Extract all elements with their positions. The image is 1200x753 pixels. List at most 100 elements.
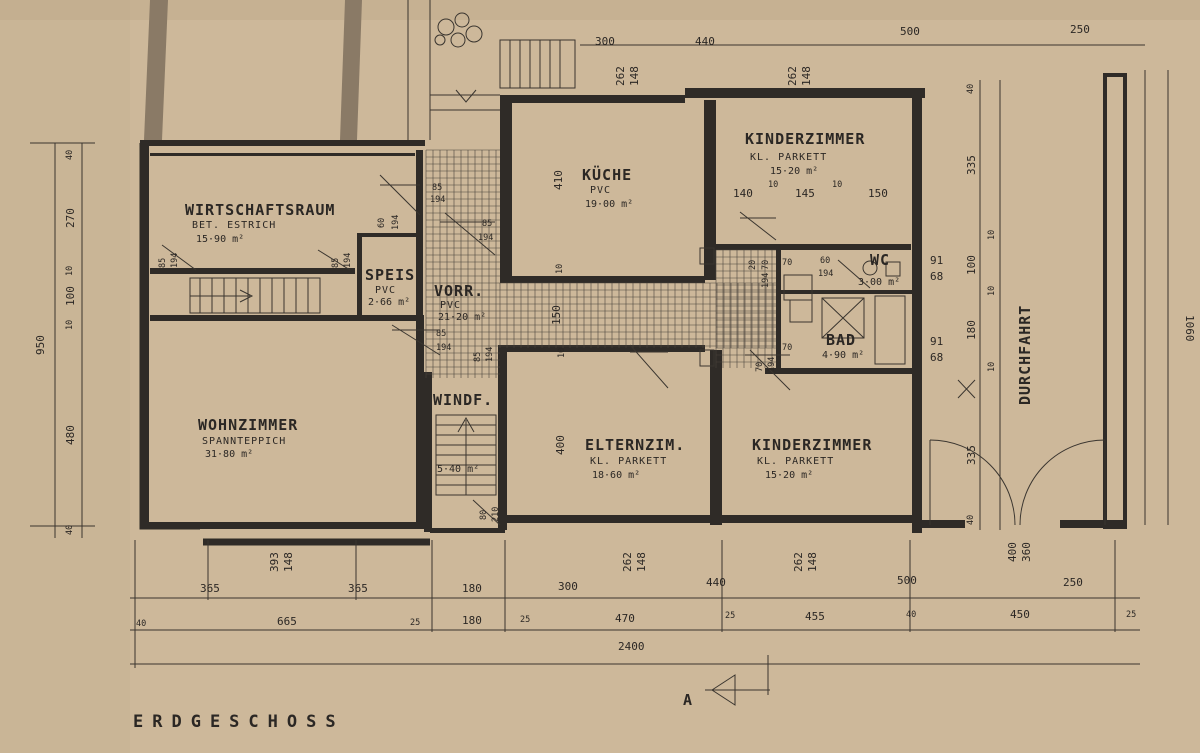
dim-left-seg-7: 40 [65, 525, 75, 535]
opening-labels: 85 194 85 194 60 194 85 194 85 194 85 19… [158, 183, 943, 522]
dim-vorr-width: 150 [550, 305, 563, 325]
wall-eltern-top [505, 345, 705, 352]
opening-window-bad-w: 91 [930, 335, 943, 348]
opening-stair-left-w: 85 [158, 258, 168, 268]
room-wc-area: 3·00 m² [858, 277, 900, 288]
opening-vorr-lower-h: 194 [436, 343, 451, 353]
wall-outer-right [912, 88, 922, 533]
dim-bottom-win2-b: 148 [635, 552, 648, 572]
opening-wc-h: 194 [818, 269, 833, 279]
opening-stair-left-h: 194 [170, 253, 180, 268]
dim-bottom-r2-8: 455 [805, 610, 825, 623]
wall-wc-left [776, 250, 781, 368]
opening-bad-left-w: 70 [761, 260, 771, 270]
dim-bottom-r1-5: 440 [706, 576, 726, 589]
dim-door-durchfahrt-b: 360 [1020, 542, 1033, 562]
dim-top-win1-a: 262 [614, 66, 627, 86]
room-speis-area: 2·66 m² [368, 297, 410, 308]
opening-stair-right-h: 194 [343, 253, 353, 268]
outer-wall-bottom-left [140, 522, 430, 529]
wall-durchfahrt-bottom [920, 520, 965, 528]
dim-eltern-wall: 10 [557, 348, 567, 358]
wall-bottom-center [505, 515, 915, 523]
dim-bottom-r2-7: 25 [725, 611, 735, 621]
dim-left-seg-6: 480 [64, 425, 77, 445]
room-speis-floor: PVC [375, 285, 396, 296]
plan-title: ERDGESCHOSS [133, 712, 345, 732]
opening-window-bad-h: 68 [930, 351, 943, 364]
dim-kinder-row-4: 10 [832, 180, 842, 190]
dim-right-seg-1: 40 [966, 84, 976, 94]
opening-wirtschaft-vorr-h: 194 [430, 195, 445, 205]
durchfahrt-gate [929, 379, 1106, 526]
dim-bottom-r2-6: 470 [615, 612, 635, 625]
dim-left-seg-4: 100 [64, 286, 77, 306]
wall-speis-left [357, 235, 362, 320]
room-kinderzimmer2-name: KINDERZIMMER [752, 436, 872, 454]
room-kueche-floor: PVC [590, 185, 611, 196]
dim-bottom-r2-10: 450 [1010, 608, 1030, 621]
plant-symbol [434, 12, 483, 48]
opening-bad-left-h: 194 [761, 273, 771, 288]
room-wohnzimmer-floor: SPANNTEPPICH [202, 436, 286, 447]
opening-vorr-eltern-w: 85 [473, 352, 483, 362]
dim-top-2: 440 [695, 35, 715, 48]
dim-top-1: 300 [595, 35, 615, 48]
dim-bottom-r2-2: 665 [277, 615, 297, 628]
dim-right-seg-4: 100 [965, 255, 978, 275]
room-elternzimmer-floor: KL. PARKETT [590, 456, 667, 467]
dim-bottom-win3-a: 262 [792, 552, 805, 572]
dim-left-seg-2: 270 [64, 208, 77, 228]
dim-bottom-r2-4: 180 [462, 614, 482, 627]
dim-left-seg-1: 40 [65, 150, 75, 160]
room-wohnzimmer-area: 31·80 m² [205, 449, 253, 460]
wall-windf-bottom [430, 528, 505, 533]
room-wohnzimmer-name: WOHNZIMMER [198, 416, 298, 434]
room-kinderzimmer1-name: KINDERZIMMER [745, 130, 865, 148]
dim-right-total: 1060 [1183, 315, 1196, 342]
wall-stair-top [150, 268, 355, 274]
room-kueche-area: 19·00 m² [585, 199, 633, 210]
wall-wc-bottom [776, 290, 916, 294]
dim-bad-wall: 70 [782, 343, 792, 353]
room-windfang-name: WINDF. [433, 391, 493, 409]
dim-bottom-r1-4: 300 [558, 580, 578, 593]
opening-wirtschaft-vorr-w: 85 [432, 183, 442, 193]
room-durchfahrt-name: DURCHFAHRT [1016, 305, 1034, 405]
dim-right-seg-3: 10 [987, 230, 997, 240]
dim-right-seg-2: 335 [965, 155, 978, 175]
room-elternzimmer-area: 18·60 m² [592, 470, 640, 481]
walls [139, 73, 1127, 546]
paper-shade-left [0, 0, 130, 753]
room-vorraum-area: 21·20 m² [438, 312, 486, 323]
opening-windf-w: 80 [479, 510, 489, 520]
dim-bad-win: 20 [748, 260, 758, 270]
opening-windf-h: 210 [491, 507, 501, 522]
dim-right-seg-8: 335 [965, 445, 978, 465]
wall-speis-top [357, 233, 422, 237]
paper-shade-top [0, 0, 1200, 20]
entrance-steps-top [430, 39, 576, 111]
room-wc-name: WC [870, 251, 890, 269]
wall-kueche-bottom [500, 276, 705, 283]
opening-wc-w: 60 [820, 256, 830, 266]
room-kinderzimmer1-floor: KL. PARKETT [750, 152, 827, 163]
dim-left-seg-3: 10 [65, 266, 75, 276]
room-vorraum-name: VORR. [434, 282, 484, 300]
dim-top-win1-b: 148 [628, 66, 641, 86]
tile-grid [425, 149, 776, 378]
dim-bottom-win1-a: 393 [268, 552, 281, 572]
dim-right-seg-7: 10 [987, 362, 997, 372]
dim-bottom-r1-2: 365 [348, 582, 368, 595]
dim-bottom-r2-9: 40 [906, 610, 916, 620]
dim-bottom-r1-1: 365 [200, 582, 220, 595]
section-marker-label: A [683, 691, 693, 709]
room-wirtschaftsraum-floor: BET. ESTRICH [192, 220, 276, 231]
dim-kinder-row-1: 140 [733, 187, 753, 200]
wall-kueche-left [500, 95, 512, 280]
room-bad-area: 4·90 m² [822, 350, 864, 361]
dim-bottom-win1-b: 148 [282, 552, 295, 572]
room-kinderzimmer2-area: 15·20 m² [765, 470, 813, 481]
door-swings [161, 174, 871, 526]
